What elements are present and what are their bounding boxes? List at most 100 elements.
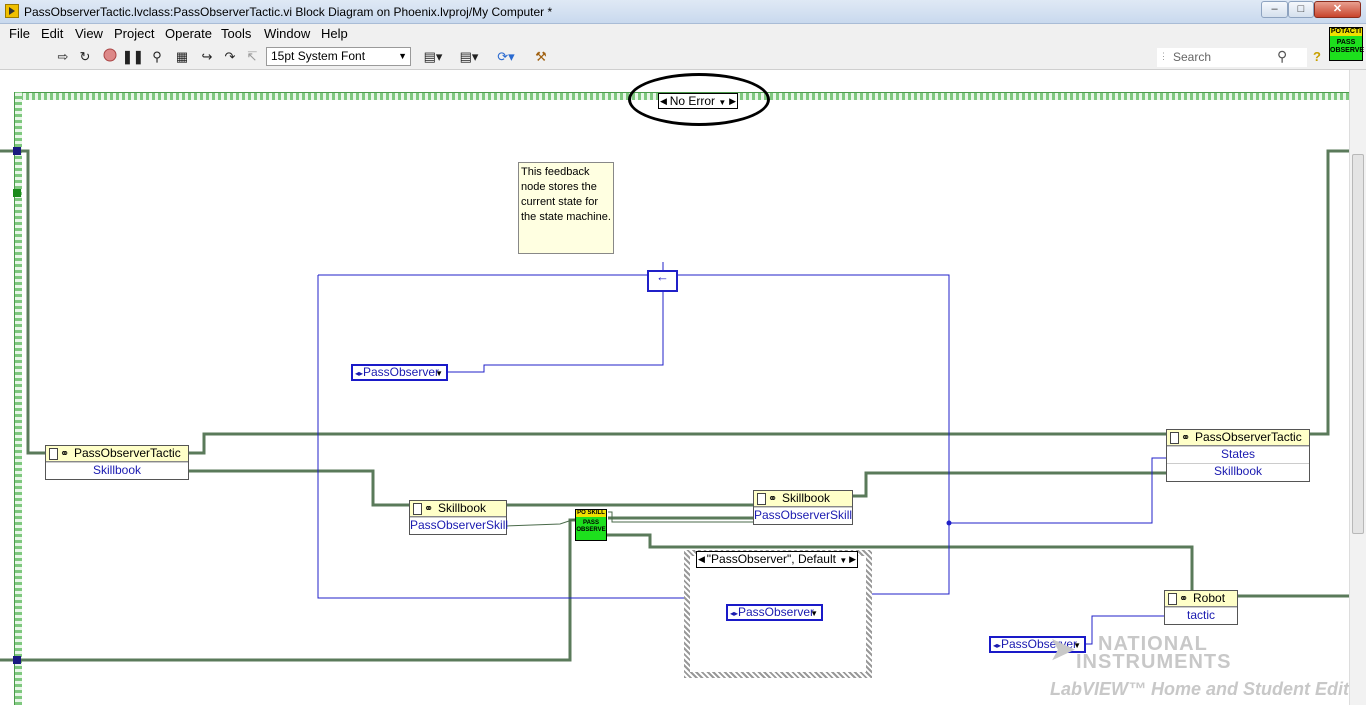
font-select-value: 15pt System Font	[271, 49, 366, 63]
inner-case-selector[interactable]: ◀ "PassObserver", Default ▼ ▶	[696, 551, 858, 568]
chevron-down-icon[interactable]: ▼	[718, 98, 727, 107]
menu-operate[interactable]: Operate	[165, 26, 212, 41]
window-title: PassObserverTactic.lvclass:PassObserverT…	[24, 5, 553, 19]
bundle-robot-node[interactable]: ⚭Robot tactic	[1164, 590, 1238, 625]
menu-view[interactable]: View	[75, 26, 103, 41]
close-button[interactable]: ✕	[1314, 1, 1361, 18]
case-next-icon[interactable]: ▶	[729, 96, 736, 106]
case-selector[interactable]: ◀ No Error ▼ ▶	[658, 93, 738, 109]
subvi-line1: PASS	[583, 520, 599, 526]
step-out-icon[interactable]: ↸	[246, 49, 258, 64]
distribute-objects-icon[interactable]: ▤▾	[459, 49, 479, 64]
menu-file[interactable]: File	[9, 26, 30, 41]
node-row: States	[1167, 446, 1309, 463]
node-title: PassObserverTactic	[74, 446, 181, 460]
node-title: PassObserverTactic	[1195, 430, 1302, 444]
key-icon: ⚭	[1179, 593, 1189, 605]
search-grip-icon: ⋮	[1159, 51, 1168, 61]
pause-icon[interactable]: ❚❚	[122, 49, 144, 64]
menu-project[interactable]: Project	[114, 26, 155, 41]
key-icon: ⚭	[1181, 432, 1191, 444]
enum-value: PassObserver	[363, 365, 440, 379]
clean-up-diagram-icon[interactable]: ⚒	[535, 49, 547, 64]
align-objects-icon[interactable]: ▤▾	[423, 49, 443, 64]
bundle-skillbook-node[interactable]: ⚭ Skillbook PassObserverSkill	[753, 490, 853, 525]
bundle-tactic-node[interactable]: ⚭ PassObserverTactic States Skillbook	[1166, 429, 1310, 482]
minimize-button[interactable]: –	[1261, 1, 1288, 18]
chevron-down-icon[interactable]: ▼	[1073, 641, 1081, 650]
vi-icon-panel[interactable]: POTACTI PASS OBSERVE	[1329, 27, 1365, 61]
toolbar: ⇨ ↻ ❚❚ ⚲ ▦ ↪ ↷ ↸ 15pt System Font ▼ ▤▾ ▤…	[0, 44, 1366, 70]
highlight-ellipse	[628, 73, 770, 126]
stop-terminal-tunnel	[13, 189, 21, 197]
step-over-icon[interactable]: ↷	[224, 49, 236, 64]
node-row: PassObserverSkill	[754, 507, 853, 522]
key-icon: ⚭	[424, 503, 434, 515]
unbundle-skillbook-node[interactable]: ⚭Skillbook PassObserverSkill	[409, 500, 509, 535]
search-icon[interactable]: ⚲	[1277, 48, 1288, 64]
node-row: PassObserverSkill	[410, 517, 509, 532]
node-row: Skillbook	[1167, 463, 1309, 480]
font-select[interactable]: 15pt System Font ▼	[266, 47, 411, 66]
loop-tunnel-bottom	[13, 656, 21, 664]
pass-observer-skill-subvi[interactable]: PO SKILL PASS OBSERVE	[575, 509, 607, 541]
subvi-top: PO SKILL	[576, 510, 606, 517]
feedback-node[interactable]: ←	[647, 270, 678, 292]
vi-icon-top: POTACTI	[1330, 28, 1362, 36]
title-bar: PassObserverTactic.lvclass:PassObserverT…	[0, 0, 1366, 24]
enum-arrows-icon: ◂▸	[355, 369, 364, 378]
feedback-arrow-icon: ←	[656, 269, 669, 284]
case-prev-icon[interactable]: ◀	[660, 96, 667, 106]
vertical-scrollbar[interactable]	[1349, 70, 1366, 705]
node-row: tactic	[1165, 607, 1237, 624]
reorder-icon[interactable]: ⟳▾	[497, 49, 515, 64]
shift-register-tunnel	[13, 147, 21, 155]
enum-constant[interactable]: ◂▸ PassObserver ▼	[351, 364, 448, 381]
search-box[interactable]: ⋮ Search ⚲	[1157, 48, 1307, 67]
chevron-down-icon[interactable]: ▼	[810, 609, 818, 618]
search-input[interactable]: Search	[1173, 50, 1212, 64]
step-into-icon[interactable]: ↪	[201, 49, 213, 64]
enum-value: PassObserver	[1001, 637, 1078, 651]
ni-watermark: ➤ NATIONAL INSTRUMENTS LabVIEW™ Home and…	[1050, 634, 1366, 705]
wire-junction	[946, 520, 952, 526]
maximize-button[interactable]: □	[1288, 1, 1314, 18]
vi-icon-line2: OBSERVE	[1330, 47, 1365, 54]
run-continuously-icon[interactable]: ↻	[79, 49, 91, 64]
case-prev-icon[interactable]: ◀	[698, 554, 705, 564]
menu-help[interactable]: Help	[321, 26, 348, 41]
enum-constant[interactable]: ◂▸ PassObserver ▼	[726, 604, 823, 621]
case-selector-label: No Error	[669, 94, 716, 108]
watermark-edition: LabVIEW™ Home and Student Edition	[1050, 679, 1366, 699]
node-row: Skillbook	[46, 462, 188, 479]
scrollbar-thumb[interactable]	[1352, 154, 1364, 534]
menu-window[interactable]: Window	[264, 26, 311, 41]
inner-case-label: "PassObserver", Default	[706, 552, 836, 566]
chevron-down-icon: ▼	[398, 51, 407, 61]
vi-icon-line1: PASS	[1336, 39, 1356, 46]
node-title: Skillbook	[782, 491, 831, 505]
enum-value: PassObserver	[738, 605, 815, 619]
highlight-execution-icon[interactable]: ⚲	[152, 49, 162, 64]
enum-arrows-icon: ◂▸	[993, 641, 1002, 650]
enum-constant[interactable]: ◂▸ PassObserver ▼	[989, 636, 1086, 653]
help-icon[interactable]: ?	[1313, 49, 1321, 64]
key-icon: ⚭	[768, 493, 778, 505]
unbundle-tactic-node[interactable]: ⚭PassObserverTactic Skillbook	[45, 445, 189, 480]
watermark-brand-2: INSTRUMENTS	[1076, 651, 1232, 673]
menu-tools[interactable]: Tools	[221, 26, 252, 41]
subvi-line2: OBSERVE	[576, 527, 606, 533]
chevron-down-icon[interactable]: ▼	[839, 556, 848, 565]
retain-wire-values-icon[interactable]: ▦	[175, 49, 189, 64]
abort-icon[interactable]	[101, 48, 119, 65]
menu-edit[interactable]: Edit	[41, 26, 64, 41]
enum-arrows-icon: ◂▸	[730, 609, 739, 618]
run-arrow-icon[interactable]: ⇨	[57, 49, 69, 64]
diagram-comment[interactable]: This feedback node stores the current st…	[518, 162, 614, 254]
block-diagram-canvas[interactable]	[0, 70, 1366, 705]
while-loop-border-left	[14, 92, 22, 705]
labview-vi-icon	[5, 4, 19, 18]
chevron-down-icon[interactable]: ▼	[435, 369, 443, 378]
case-next-icon[interactable]: ▶	[849, 554, 856, 564]
